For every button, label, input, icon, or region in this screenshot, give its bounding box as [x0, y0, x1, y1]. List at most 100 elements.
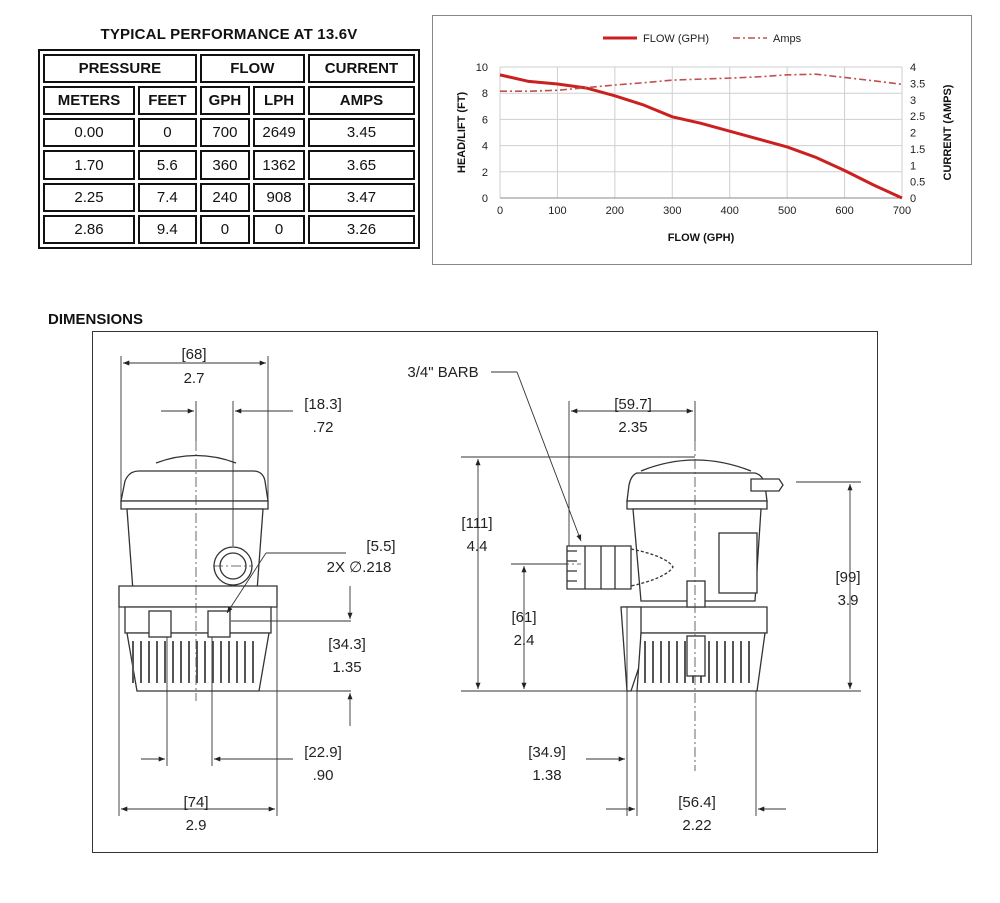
y-axis-title: HEAD/LIFT (FT) — [456, 92, 468, 174]
table-cell: 0.00 — [43, 118, 136, 148]
table-cell: 1362 — [253, 150, 305, 180]
table-cell: 0 — [199, 214, 251, 244]
group-header-pressure: PRESSURE — [43, 54, 197, 84]
dim-base-2-22-in: 2.22 — [682, 817, 711, 834]
table-cell: 3.26 — [307, 214, 415, 244]
y2-tick-label: 1 — [910, 160, 916, 172]
table-cell: 7.4 — [138, 182, 197, 212]
table-row: 0.00 0 700 2649 3.45 — [43, 118, 415, 148]
pump-side-view — [566, 459, 784, 692]
y2-tick-label: 0 — [910, 193, 916, 205]
side-view-dimension-text: 3/4" BARB [59.7] 2.35 [111] 4.4 [61] 2.4… — [407, 364, 860, 834]
column-header-gph: GPH — [199, 86, 251, 116]
y2-tick-label: 3.5 — [910, 78, 925, 90]
dim-offset-18-3-mm: [18.3] — [304, 396, 342, 413]
dim-height-2-4-in: 2.4 — [514, 632, 535, 649]
table-cell: 2.25 — [43, 182, 136, 212]
dim-base-74-mm: [74] — [183, 794, 208, 811]
table-cell: 0 — [253, 214, 305, 244]
x-axis-title: FLOW (GPH) — [668, 232, 735, 244]
x-tick-label: 500 — [778, 205, 796, 217]
table-cell: 0 — [138, 118, 197, 148]
front-view-centerlines — [195, 441, 253, 701]
y2-tick-label: 2.5 — [910, 111, 925, 123]
chart-series — [499, 73, 903, 200]
y2-tick-label: 3 — [910, 95, 916, 107]
x-tick-label: 100 — [548, 205, 566, 217]
table-cell: 2649 — [253, 118, 305, 148]
dim-hole-218-in: 2X ∅.218 — [327, 559, 392, 576]
y2-tick-label: 4 — [910, 62, 916, 74]
x-tick-label: 300 — [663, 205, 681, 217]
y-tick-label: 4 — [482, 141, 488, 153]
dim-height-111-mm: [111] — [461, 515, 492, 532]
table-cell: 908 — [253, 182, 305, 212]
dim-height-99-mm: [99] — [835, 569, 860, 586]
dim-height-4-4-in: 4.4 — [467, 538, 488, 555]
table-cell: 5.6 — [138, 150, 197, 180]
dim-base-56-4-mm: [56.4] — [678, 794, 716, 811]
x-tick-label: 0 — [497, 205, 503, 217]
table-row: 2.25 7.4 240 908 3.47 — [43, 182, 415, 212]
dim-height-1-35-in: 1.35 — [332, 659, 361, 676]
chart-grid — [499, 66, 903, 199]
x-tick-label: 200 — [606, 205, 624, 217]
column-header-meters: METERS — [43, 86, 136, 116]
dim-offset-72-in: .72 — [313, 419, 334, 436]
table-row: 1.70 5.6 360 1362 3.65 — [43, 150, 415, 180]
pump-front-view — [118, 454, 278, 692]
dimensions-drawing: [68] 2.7 [18.3] .72 [5.5] 2X ∅.218 [34.3… — [118, 346, 861, 834]
column-header-lph: LPH — [253, 86, 305, 116]
table-cell: 700 — [199, 118, 251, 148]
table-cell: 1.70 — [43, 150, 136, 180]
dimensions-title: DIMENSIONS — [48, 311, 144, 328]
table-cell: 9.4 — [138, 214, 197, 244]
dimensions-drawing-frame: [68] 2.7 [18.3] .72 [5.5] 2X ∅.218 [34.3… — [92, 331, 878, 853]
dim-base-2-9-in: 2.9 — [186, 817, 207, 834]
dim-height-34-3-mm: [34.3] — [328, 636, 366, 653]
dim-offset-34-9-mm: [34.9] — [528, 744, 566, 761]
table-column-header-row: METERS FEET GPH LPH AMPS — [43, 86, 415, 116]
x-tick-label: 600 — [835, 205, 853, 217]
y2-axis-title: CURRENT (AMPS) — [942, 84, 954, 180]
legend-entry: Amps — [773, 33, 802, 45]
table-cell: 3.47 — [307, 182, 415, 212]
y2-tick-label: 1.5 — [910, 144, 925, 156]
table-cell: 3.45 — [307, 118, 415, 148]
table-row: 2.86 9.4 0 0 3.26 — [43, 214, 415, 244]
table-cell: 2.86 — [43, 214, 136, 244]
dim-hole-5-5-mm: [5.5] — [366, 538, 395, 555]
column-header-amps: AMPS — [307, 86, 415, 116]
table-cell: 3.65 — [307, 150, 415, 180]
y2-tick-label: 0.5 — [910, 177, 925, 189]
dim-offset-1-38-in: 1.38 — [532, 767, 561, 784]
group-header-flow: FLOW — [199, 54, 305, 84]
dim-width-59-7-mm: [59.7] — [614, 396, 652, 413]
series-line-amps — [500, 73, 903, 93]
table-cell: 240 — [199, 182, 251, 212]
y2-tick-label: 2 — [910, 128, 916, 140]
y-tick-label: 6 — [482, 114, 488, 126]
dim-spacing-90-in: .90 — [313, 767, 334, 784]
dim-height-61-mm: [61] — [511, 609, 536, 626]
y-tick-label: 8 — [482, 88, 488, 100]
y-tick-label: 10 — [476, 62, 488, 74]
series-line-flow — [499, 73, 903, 200]
x-tick-label: 700 — [893, 205, 911, 217]
table-group-header-row: PRESSURE FLOW CURRENT — [43, 54, 415, 84]
x-tick-label: 400 — [721, 205, 739, 217]
column-header-feet: FEET — [138, 86, 197, 116]
front-view-dimension-text: [68] 2.7 [18.3] .72 [5.5] 2X ∅.218 [34.3… — [181, 346, 395, 834]
dim-width-2-7-in: 2.7 — [184, 370, 205, 387]
dim-width-68-mm: [68] — [181, 346, 206, 363]
side-view-dimension-lines — [461, 371, 861, 816]
table-cell: 360 — [199, 150, 251, 180]
chart-labels: FLOW (GPH) HEAD/LIFT (FT) CURRENT (AMPS) — [456, 84, 954, 244]
chart-legend: FLOW (GPH)Amps — [603, 33, 802, 45]
dim-spacing-22-9-mm: [22.9] — [304, 744, 342, 761]
dim-barb-label: 3/4" BARB — [407, 364, 478, 381]
performance-title: TYPICAL PERFORMANCE AT 13.6V — [100, 26, 358, 43]
